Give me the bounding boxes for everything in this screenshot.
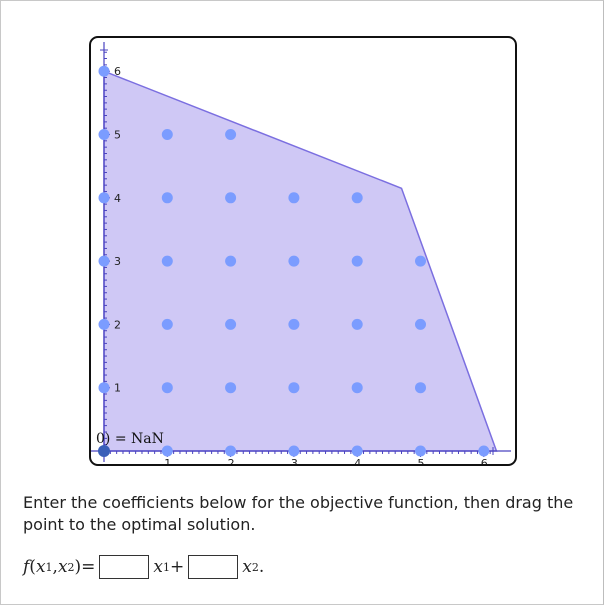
term-x2-sub: 2: [251, 560, 259, 574]
lattice-point[interactable]: [415, 382, 426, 394]
lattice-point[interactable]: [225, 318, 237, 330]
var-x2: x: [57, 557, 68, 577]
lattice-point[interactable]: [351, 192, 363, 204]
graph-board[interactable]: 1 2 3 4 5 6 1 2 3 4 5 6 0) = NaN: [89, 36, 517, 466]
lattice-point[interactable]: [98, 255, 110, 267]
x-tick-label: 1: [164, 457, 171, 464]
plus-sign: +: [170, 557, 185, 577]
comma: ,: [52, 557, 58, 577]
x-tick-label: 2: [228, 457, 235, 464]
lattice-point[interactable]: [161, 192, 173, 204]
lattice-point[interactable]: [161, 129, 173, 140]
lattice-point[interactable]: [351, 255, 363, 267]
lattice-point[interactable]: [225, 129, 237, 140]
x-tick-label: 6: [481, 457, 488, 464]
lattice-point[interactable]: [98, 192, 110, 204]
y-tick-label: 3: [114, 255, 121, 268]
lattice-point[interactable]: [225, 382, 237, 394]
close-paren: ): [74, 557, 82, 577]
x-tick-label: 5: [418, 457, 425, 464]
x-tick-label: 4: [354, 457, 361, 464]
lattice-point[interactable]: [288, 382, 300, 394]
point-value-label: 0) = NaN: [96, 431, 164, 447]
y-tick-label: 1: [114, 382, 121, 395]
term-x2: x: [242, 557, 252, 577]
lattice-point[interactable]: [351, 318, 363, 330]
coefficient-x2-input[interactable]: [188, 555, 239, 579]
lattice-point[interactable]: [161, 255, 173, 267]
lattice-point[interactable]: [288, 318, 300, 330]
lattice-point[interactable]: [288, 255, 300, 267]
graph-canvas[interactable]: 1 2 3 4 5 6 1 2 3 4 5 6 0) = NaN: [91, 38, 515, 464]
lattice-point[interactable]: [225, 192, 237, 204]
lattice-point[interactable]: [415, 445, 426, 457]
lattice-point[interactable]: [351, 445, 363, 457]
lattice-point[interactable]: [478, 445, 490, 457]
y-tick-label: 2: [114, 318, 121, 331]
open-paren: (: [29, 557, 36, 577]
var-x2-sub: 2: [67, 560, 75, 574]
lattice-point[interactable]: [98, 65, 110, 77]
lattice-point[interactable]: [288, 445, 300, 457]
y-tick-label: 6: [114, 65, 121, 78]
y-tick-label: 4: [114, 192, 121, 205]
lattice-point[interactable]: [161, 445, 173, 457]
lattice-point[interactable]: [288, 192, 300, 204]
lattice-point[interactable]: [98, 382, 110, 394]
lattice-point[interactable]: [225, 445, 237, 457]
draggable-point[interactable]: [98, 445, 110, 457]
lattice-point[interactable]: [351, 382, 363, 394]
lattice-point[interactable]: [161, 318, 173, 330]
lattice-point[interactable]: [161, 382, 173, 394]
x-tick-label: 3: [291, 457, 298, 464]
equals-sign: =: [81, 557, 96, 577]
lattice-point[interactable]: [415, 255, 426, 267]
period: .: [258, 557, 265, 577]
lattice-point[interactable]: [98, 318, 110, 330]
lattice-point[interactable]: [225, 255, 237, 267]
instructions-text: Enter the coefficients below for the obj…: [23, 493, 574, 534]
term-x1-sub: 1: [163, 560, 171, 574]
term-x1: x: [153, 557, 164, 577]
var-x1: x: [35, 557, 46, 577]
lattice-point[interactable]: [415, 318, 426, 330]
coefficient-x1-input[interactable]: [99, 555, 150, 579]
lattice-point[interactable]: [98, 129, 110, 140]
y-tick-label: 5: [114, 129, 121, 142]
var-x1-sub: 1: [45, 560, 53, 574]
f-symbol: f: [23, 557, 30, 577]
